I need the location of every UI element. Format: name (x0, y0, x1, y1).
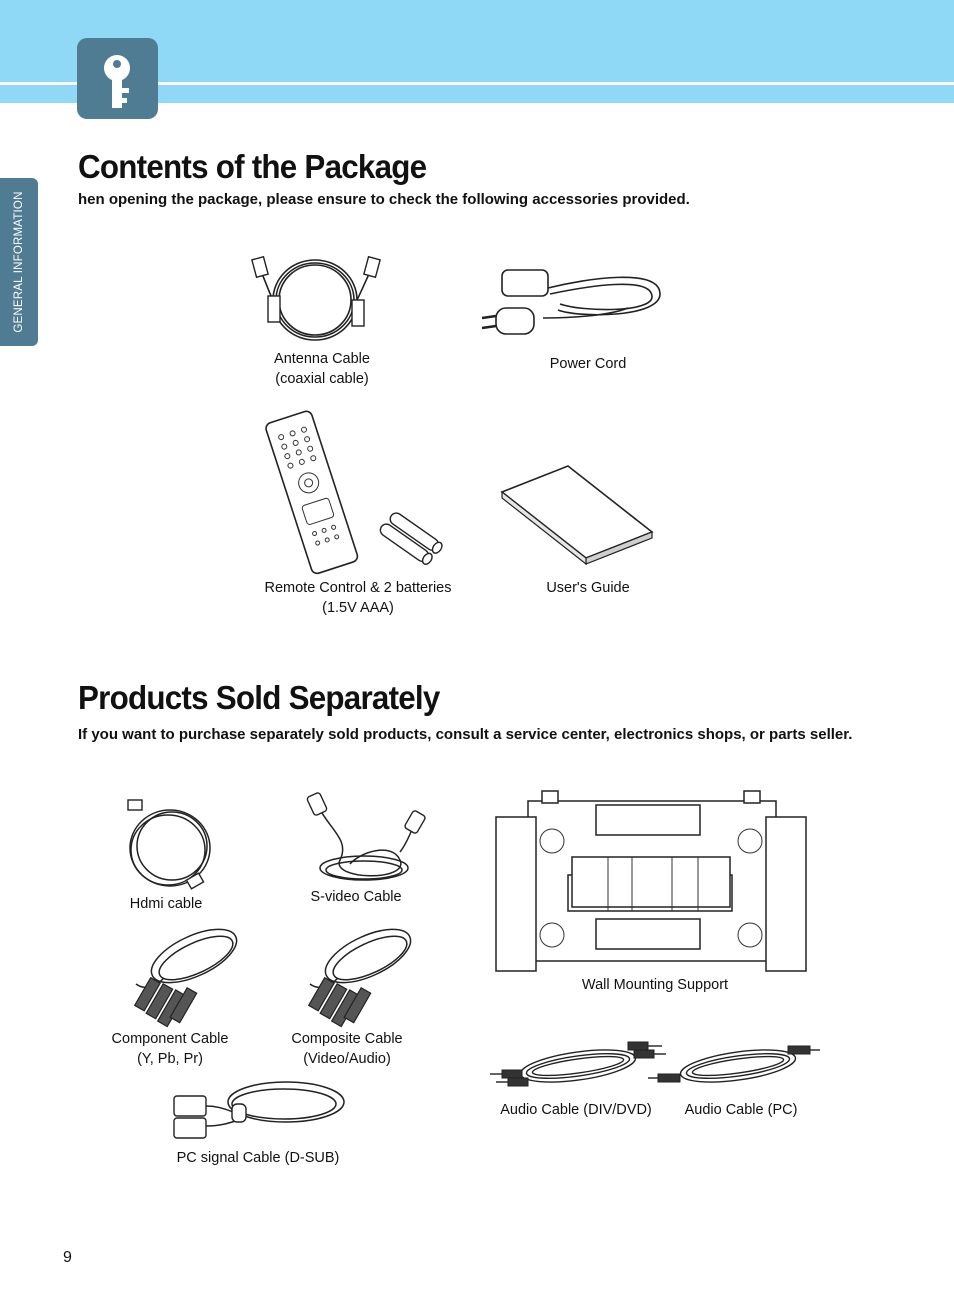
separate-title: Products Sold Separately (78, 679, 440, 716)
power-cord-illustration (481, 269, 661, 335)
wall-mounting-support-caption: Wall Mounting Support (582, 975, 728, 995)
header-band (0, 0, 954, 103)
side-tab-label: GENERAL INFORMATION (13, 191, 25, 333)
component-cable-caption: Component Cable (Y, Pb, Pr) (112, 1029, 229, 1069)
caption-line: Wall Mounting Support (581, 977, 729, 993)
audio-cable-dvd-illustration (490, 1041, 666, 1087)
audio-cable-pc-illustration (648, 1045, 820, 1083)
caption-line: (Video/Audio) (303, 1051, 391, 1067)
key-icon (77, 38, 158, 119)
caption-line: (1.5V AAA) (322, 600, 394, 616)
caption-line: Remote Control & 2 batteries (264, 580, 452, 596)
d-sub-cable-caption: PC signal Cable (D-SUB) (177, 1148, 340, 1168)
audio-cable-dvd-caption: Audio Cable (DIV/DVD) (500, 1100, 652, 1120)
wall-mounting-support-illustration (495, 790, 807, 972)
caption-line: Antenna Cable (274, 351, 370, 367)
s-video-cable-illustration (306, 792, 426, 881)
s-video-cable-caption: S-video Cable (310, 887, 401, 907)
caption-line: (coaxial cable) (275, 371, 369, 387)
caption-line: Power Cord (549, 356, 627, 372)
caption-line: Component Cable (111, 1031, 229, 1047)
users-guide-caption: User's Guide (546, 578, 629, 598)
users-guide-illustration (500, 465, 654, 566)
component-cable-illustration (133, 928, 238, 1028)
composite-cable-illustration (307, 928, 412, 1028)
d-sub-cable-illustration (173, 1081, 345, 1139)
hdmi-cable-illustration (127, 799, 211, 890)
section-side-tab: GENERAL INFORMATION (0, 178, 38, 346)
caption-line: User's Guide (546, 580, 630, 596)
separate-intro: If you want to purchase separately sold … (78, 726, 853, 743)
antenna-cable-caption: Antenna Cable (coaxial cable) (274, 349, 370, 389)
hdmi-cable-caption: Hdmi cable (130, 894, 203, 914)
caption-line: S-video Cable (310, 889, 402, 905)
remote-control-illustration (265, 410, 443, 575)
power-cord-caption: Power Cord (550, 354, 627, 374)
audio-cable-pc-caption: Audio Cable (PC) (685, 1100, 798, 1120)
caption-line: Composite Cable (291, 1031, 403, 1047)
caption-line: (Y, Pb, Pr) (137, 1051, 203, 1067)
header-divider (0, 82, 954, 85)
package-title: Contents of the Package (78, 148, 427, 185)
caption-line: Audio Cable (DIV/DVD) (500, 1102, 652, 1118)
composite-cable-caption: Composite Cable (Video/Audio) (291, 1029, 402, 1069)
caption-line: Hdmi cable (129, 896, 203, 912)
caption-line: PC signal Cable (D-SUB) (176, 1150, 340, 1166)
caption-line: Audio Cable (PC) (684, 1102, 798, 1118)
antenna-cable-illustration (251, 255, 381, 341)
page-number: 9 (63, 1249, 72, 1266)
package-intro: hen opening the package, please ensure t… (78, 191, 690, 208)
remote-control-caption: Remote Control & 2 batteries (1.5V AAA) (265, 578, 452, 618)
